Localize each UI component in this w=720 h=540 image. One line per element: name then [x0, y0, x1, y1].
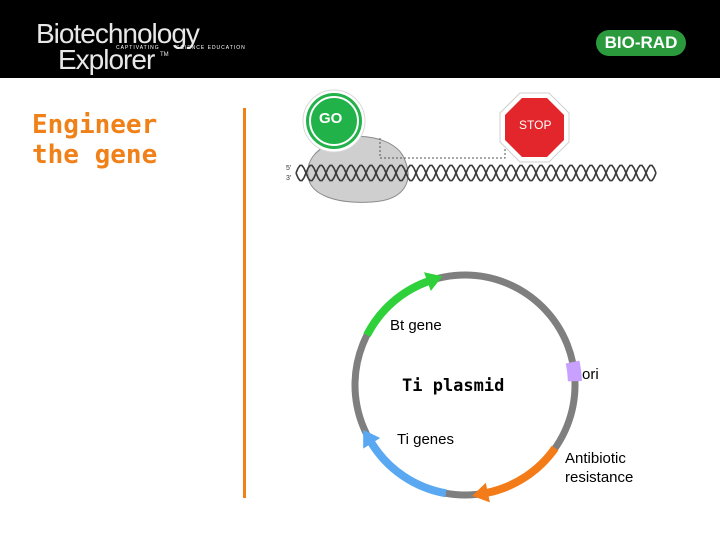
logo-biotechnology: Biotechnology — [36, 18, 200, 49]
bt-gene-label: Bt gene — [390, 317, 442, 334]
antibiotic-resistance-label: Antibiotic resistance — [565, 449, 633, 487]
tagline-right: SCIENCE EDUCATION — [176, 45, 246, 51]
plasmid-ring — [351, 271, 582, 503]
plasmid-backbone — [351, 271, 579, 499]
antibiotic-segment — [487, 445, 559, 497]
dna-helix-icon: 5' 3' — [286, 164, 657, 182]
gene-region-bracket — [379, 138, 506, 159]
ori-segment — [565, 360, 582, 382]
logo-explorer: Explorer — [58, 44, 155, 75]
antibiotic-arrow — [472, 482, 490, 503]
ti-genes-label: Ti genes — [397, 431, 454, 448]
dna-end-mark-5: 5' — [286, 165, 291, 172]
stop-sign-icon — [499, 92, 570, 163]
title-line-2: the gene — [32, 140, 158, 170]
tagline-left: CAPTIVATING — [116, 45, 160, 51]
go-sign-icon — [302, 89, 366, 153]
slide-title: Engineer the gene — [32, 110, 232, 170]
vertical-divider — [243, 108, 246, 498]
ori-label: ori — [582, 366, 599, 383]
go-label: GO — [319, 110, 343, 127]
bt-gene-arrow — [424, 272, 443, 291]
logo-trademark: TM — [160, 52, 169, 58]
bio-rad-logo: BIO-RAD — [596, 30, 686, 56]
ti-plasmid-label: Ti plasmid — [402, 376, 505, 396]
ti-genes-segment — [368, 441, 447, 498]
bt-gene-segment — [363, 277, 429, 337]
antibiotic-label-line-2: resistance — [565, 469, 634, 486]
dna-end-mark-3: 3' — [286, 175, 291, 182]
header-bar: Biotechnology Explorer TM CAPTIVATING SC… — [0, 0, 720, 78]
title-line-1: Engineer — [32, 110, 158, 140]
antibiotic-label-line-1: Antibiotic — [565, 450, 626, 467]
ti-genes-arrow — [363, 429, 381, 449]
stop-label: STOP — [519, 118, 552, 132]
